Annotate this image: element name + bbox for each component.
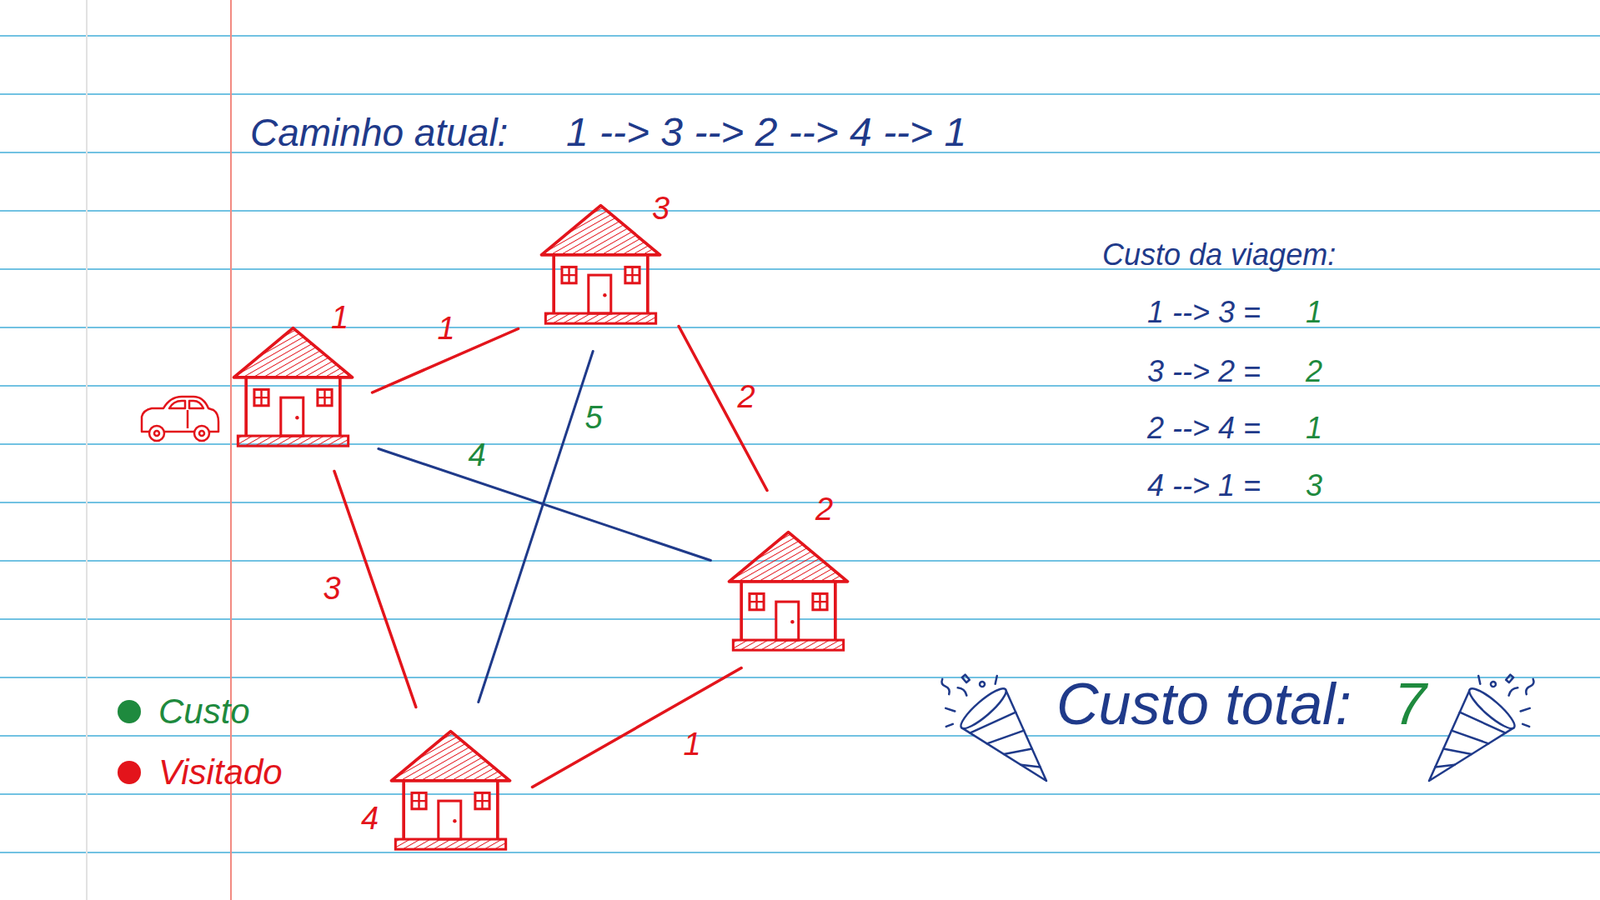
house-icon xyxy=(727,529,850,655)
page-edge xyxy=(85,0,88,900)
edge-cost: 1 xyxy=(682,727,701,764)
ruled-line xyxy=(0,326,1600,329)
cost-row: 1 --> 3 = xyxy=(1147,295,1261,330)
house-node: 2 xyxy=(727,529,850,655)
legend-text: Visitado xyxy=(158,752,283,793)
ruled-line xyxy=(0,35,1600,37)
ruled-line xyxy=(0,852,1600,854)
total-label: Custo total: xyxy=(1056,671,1352,739)
title: Caminho atual: xyxy=(250,110,508,156)
confetti xyxy=(1473,651,1555,729)
house-number: 4 xyxy=(361,801,379,838)
ruled-line xyxy=(0,618,1600,621)
edge-cost: 1 xyxy=(436,310,455,348)
path-text: 1 --> 3 --> 2 --> 4 --> 1 xyxy=(566,109,967,156)
house-icon xyxy=(231,325,355,451)
cost-heading: Custo da viagem: xyxy=(1102,237,1336,272)
ruled-line xyxy=(0,677,1600,679)
car-window xyxy=(169,401,186,409)
ruled-line xyxy=(0,93,1600,96)
route-connector xyxy=(678,326,768,492)
ruled-line xyxy=(0,735,1600,738)
route-connector xyxy=(478,351,593,703)
party-hat xyxy=(921,651,1071,808)
cost-value: 1 xyxy=(1305,411,1323,446)
car-wheel xyxy=(149,426,165,442)
house-drawing xyxy=(728,532,848,652)
edge-cost: 3 xyxy=(322,571,341,608)
house-icon xyxy=(389,728,512,854)
cost-row: 4 --> 1 = xyxy=(1147,468,1261,503)
edge-cost: 4 xyxy=(467,437,486,475)
house-node: 1 xyxy=(231,325,355,451)
house-drawing xyxy=(233,328,352,447)
car-door xyxy=(186,410,190,429)
cost-value: 2 xyxy=(1305,354,1323,389)
edge-cost: 2 xyxy=(737,379,755,417)
route-connector xyxy=(531,668,742,788)
house-drawing xyxy=(541,205,660,325)
legend-dot xyxy=(117,700,141,724)
car-hub xyxy=(199,431,205,437)
legend-dot xyxy=(117,761,141,785)
cost-value: 1 xyxy=(1305,295,1323,330)
car-window xyxy=(189,401,204,409)
confetti xyxy=(921,651,1003,729)
route-connector xyxy=(334,471,417,708)
house-number: 1 xyxy=(331,300,349,337)
ruled-line xyxy=(0,501,1600,504)
house-node: 3 xyxy=(539,202,663,328)
ruled-lines xyxy=(0,35,1600,853)
ruled-line xyxy=(0,210,1600,212)
confetti xyxy=(978,681,986,688)
house-icon xyxy=(539,202,663,328)
legend-text: Custo xyxy=(158,692,251,733)
car-icon xyxy=(141,396,219,442)
cost-row: 2 --> 4 = xyxy=(1147,411,1261,446)
house-node: 4 xyxy=(389,728,512,854)
total-value: 7 xyxy=(1394,671,1427,739)
house-number: 2 xyxy=(815,491,833,529)
house-drawing xyxy=(391,732,510,851)
confetti xyxy=(1489,681,1497,688)
party-hat xyxy=(1404,651,1555,808)
edge-cost: 5 xyxy=(584,400,602,437)
hat-stripes xyxy=(969,702,1054,788)
confetti xyxy=(1505,675,1514,683)
route-connector xyxy=(378,449,711,562)
ruled-line xyxy=(0,793,1600,796)
house-number: 3 xyxy=(652,190,670,228)
confetti xyxy=(962,675,970,683)
car-wheel xyxy=(194,426,210,442)
cost-value: 3 xyxy=(1305,468,1323,503)
ruled-line xyxy=(0,385,1600,387)
hat-stripes xyxy=(1422,702,1506,788)
car-hub xyxy=(154,431,160,437)
cost-row: 3 --> 2 = xyxy=(1147,354,1261,389)
ruled-line xyxy=(0,268,1600,271)
